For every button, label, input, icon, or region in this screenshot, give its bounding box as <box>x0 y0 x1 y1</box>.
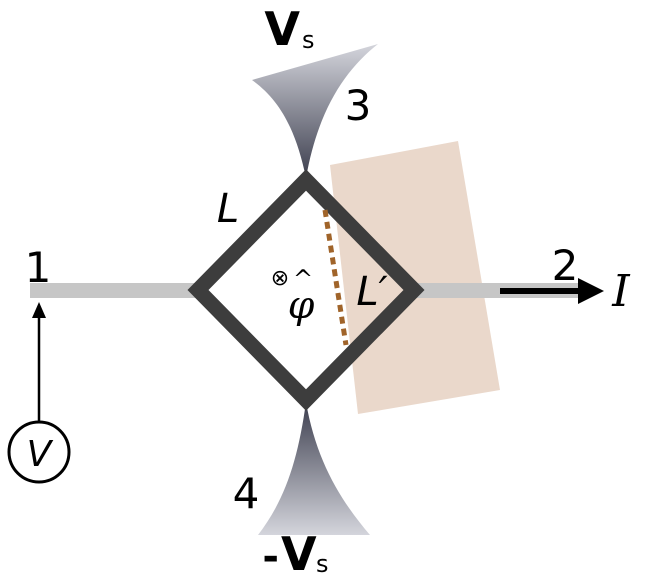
voltmeter-label: V <box>27 434 54 475</box>
current-label: I <box>611 266 631 317</box>
segment-label: L′ <box>356 269 387 315</box>
vs-bottom-sign: - <box>262 534 279 580</box>
bottom-tip <box>258 402 370 535</box>
phi-label: φ <box>288 283 315 327</box>
vs-bottom-label: V <box>281 527 317 581</box>
voltmeter-arrow-head <box>32 302 46 318</box>
vs-top-label: V <box>264 2 300 56</box>
shaded-region <box>330 141 500 414</box>
voltmeter-circle <box>7 420 71 484</box>
terminal-4-label: 4 <box>233 469 260 518</box>
loop-square <box>187 169 425 411</box>
dotted-segment <box>322 209 349 346</box>
vs-top-subscript: s <box>302 26 315 54</box>
current-arrow-head <box>578 278 604 304</box>
terminal-2-label: 2 <box>552 241 579 290</box>
into-page-symbol: ⊗ <box>271 266 289 291</box>
terminal-3-label: 3 <box>345 81 372 130</box>
right-lead <box>410 283 585 298</box>
vs-bottom-subscript: s <box>316 550 329 578</box>
terminal-1-label: 1 <box>25 243 52 292</box>
left-lead <box>30 283 200 298</box>
top-tip <box>252 44 378 178</box>
loop-side-label: L <box>217 186 239 232</box>
phi-hat-accent: ^ <box>293 265 313 293</box>
